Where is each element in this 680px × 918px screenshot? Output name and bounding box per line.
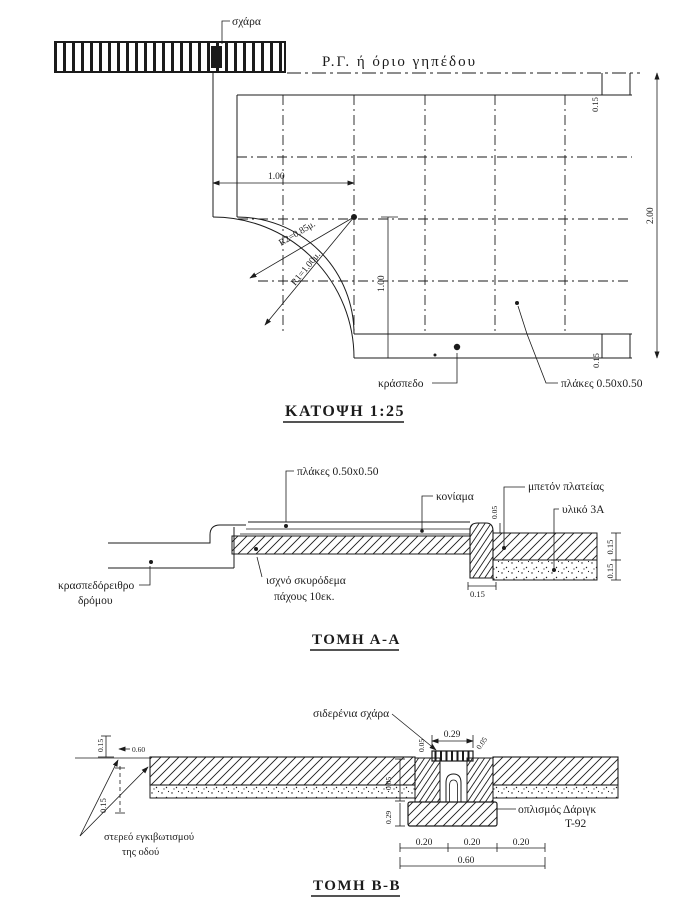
right-concrete-band (492, 756, 619, 786)
plan-inner-corner-arc (236, 216, 355, 335)
dim-curb-lip: 0.05 (490, 506, 499, 519)
boundary-label: Ρ.Γ. ή όριο γηπέδου (322, 54, 477, 70)
leader-dot (149, 560, 153, 564)
plan-title: ΚΑΤΟΨΗ 1:25 (285, 403, 405, 420)
mortar-leader (421, 495, 433, 530)
section-a-a: 0.15 0.05 0.15 0.15 πλάκες 0.50x0.50 κον… (58, 466, 621, 651)
plaza-concrete-label: μπετόν πλατείας (528, 481, 604, 493)
iron-grate-section (431, 750, 474, 762)
curb-gutter-leader (139, 566, 151, 586)
left-concrete-band (149, 756, 416, 786)
dim-base-seg3: 0.20 (513, 838, 530, 848)
dim-curb-width: 0.15 (470, 589, 485, 599)
drain-channel-outline (445, 773, 462, 802)
slabs-a-leader (285, 470, 294, 522)
section-a-slabs-label: πλάκες 0.50x0.50 (297, 466, 379, 478)
curb-gutter-profile (108, 524, 246, 544)
curb-gutter-label-1: κρασπεδόρειθρο (58, 580, 134, 592)
grate-leader-line (221, 20, 230, 44)
mortar-label: κονίαμα (436, 491, 474, 503)
dim-edge-top: 0.15 (590, 97, 600, 112)
street-grate-strip (54, 41, 286, 73)
dim-layer-bottom: 0.15 (605, 564, 615, 579)
section-b-title: ΤΟΜΗ Β-Β (313, 878, 401, 894)
embed-label-2: της οδού (122, 847, 159, 858)
embed-leader-1 (79, 759, 119, 837)
plan-slabs-label: πλάκες 0.50x0.50 (561, 378, 643, 390)
left-subbase-band (149, 784, 416, 799)
slabs-leader-line (517, 305, 558, 384)
iron-grate-leader (391, 713, 437, 751)
curb-label: κράσπεδο (378, 378, 424, 390)
dim-box-base: 0.29 (384, 811, 393, 824)
iron-grate-label: σιδερένια σχάρα (313, 708, 389, 720)
reinforcement-label-2: Τ-92 (565, 818, 587, 830)
drain-base-slab (407, 801, 498, 827)
dim-base-seg2: 0.20 (464, 838, 481, 848)
plaza-concrete-leader (503, 486, 525, 547)
dim-total-width: 2.00 (646, 207, 656, 224)
leader-dot (284, 524, 288, 528)
slab-reference-dot (515, 301, 519, 305)
subbase-leader (553, 508, 559, 569)
lean-concrete-leader (256, 556, 263, 578)
small-dot (433, 353, 437, 357)
right-subbase-band (492, 784, 619, 799)
leader-dot (420, 529, 424, 533)
embed-label-1: στερεό εγκιβωτισμού (104, 832, 194, 843)
section-b-b: 0.15 0.60 0.15 στερεό εγκιβωτισμού της ο… (75, 708, 619, 897)
curb-block-section (469, 522, 494, 579)
slab-grid (237, 95, 632, 334)
drain-left-wall (414, 757, 441, 803)
section-a-title: ΤΟΜΗ Α-Α (312, 632, 401, 648)
curb-gutter-label-2: δρόμου (78, 595, 113, 607)
grate-inlet-mark (211, 46, 222, 68)
base-dimension-row: 0.20 0.20 0.20 0.60 (399, 838, 546, 869)
plan-outer-corner-arc (212, 216, 355, 359)
radius-r1-arrow (264, 216, 355, 326)
embed-leader-2 (79, 766, 149, 837)
dim-edge-bottom: 0.15 (591, 353, 601, 368)
lean-concrete-layer (231, 535, 471, 555)
subbase-layer (492, 559, 598, 581)
lean-concrete-label-2: πάχους 10εκ. (274, 591, 335, 603)
leader-dot (254, 547, 258, 551)
dim-layer-top: 0.15 (605, 540, 615, 555)
dim-base-total: 0.60 (458, 856, 475, 866)
radius-r2-arrow (249, 216, 355, 279)
dim-slab-y: 1.00 (377, 275, 387, 292)
dim-base-seg1: 0.20 (416, 838, 433, 848)
dim-grate-opening: 0.29 (444, 730, 461, 740)
reinforcement-label-1: οπλισμός Δάριγκ (518, 804, 596, 816)
curb-leader-line (432, 353, 458, 384)
drain-right-wall (466, 757, 494, 803)
dim-layer-height: 0.15 (98, 798, 108, 813)
plaza-concrete-layer (492, 532, 598, 561)
lean-concrete-label-1: ισχνό σκυρόδεμα (266, 575, 346, 587)
leader-dot (552, 568, 556, 572)
dim-slab-x: 1.00 (268, 172, 285, 182)
grate-label: σχάρα (232, 16, 261, 28)
curb-reference-dot (453, 343, 461, 351)
leader-dot (502, 546, 506, 550)
drain-channel-inner (449, 779, 458, 802)
dim-wall-lip-left: 0.05 (417, 739, 426, 752)
dim-edge-width: 0.60 (132, 745, 145, 754)
subbase-label: υλικό 3Α (562, 504, 605, 516)
dim-edge-height: 0.15 (96, 739, 105, 752)
dim-box-wall: 0.05 (384, 777, 393, 790)
